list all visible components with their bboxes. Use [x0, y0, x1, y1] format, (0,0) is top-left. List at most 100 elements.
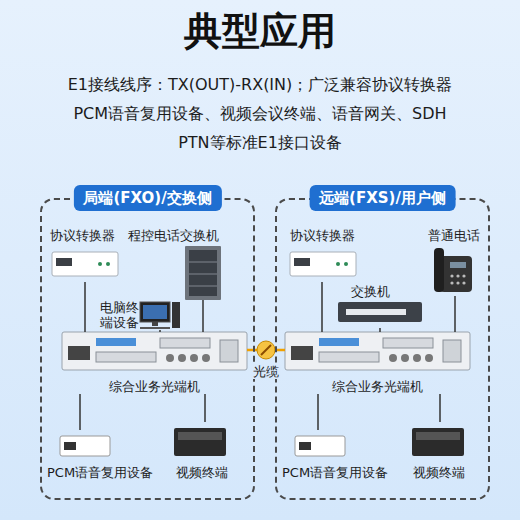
connector-line	[454, 296, 456, 332]
phone-handset	[434, 248, 444, 292]
phone-key	[462, 274, 465, 277]
device-label: PCM语音复用设备	[282, 465, 388, 480]
panel-strip	[319, 338, 359, 346]
device-label: 电脑终端设备	[100, 300, 139, 330]
region-heading: 局端(FXO)/交换侧	[73, 185, 221, 211]
phone-key	[462, 281, 465, 284]
connector-line	[321, 282, 323, 332]
connector-line	[204, 394, 206, 422]
cabinet-body	[185, 246, 221, 300]
port-row	[96, 352, 156, 362]
device-node: 协议转换器	[288, 228, 366, 282]
phone-body	[440, 256, 472, 292]
device-node: PCM语音复用设备	[45, 430, 156, 480]
converter-led	[98, 262, 102, 266]
diagram-title: 典型应用	[0, 8, 520, 54]
converter-body	[290, 252, 356, 276]
pc-tower	[172, 302, 180, 328]
chassis-body	[285, 332, 470, 370]
converter-body	[52, 252, 118, 276]
connector-line	[84, 282, 86, 332]
video-panel	[416, 432, 460, 440]
bnc-port	[401, 354, 409, 362]
device-label: 协议转换器	[290, 228, 355, 243]
pcm-port	[64, 442, 76, 450]
video-terminal	[412, 428, 464, 456]
connector-line	[439, 394, 441, 422]
switch-panel	[220, 340, 238, 362]
bnc-port	[202, 354, 210, 362]
device-node: 综合业务光端机	[285, 332, 470, 394]
device-label: 视频终端	[176, 465, 228, 480]
monitor-stand	[152, 322, 158, 326]
device-node: 综合业务光端机	[62, 332, 247, 394]
device-label: 协议转换器	[50, 228, 115, 243]
switch-panel	[443, 340, 461, 362]
device-node: 协议转换器	[48, 228, 124, 282]
subtitle-line: PCM语音复用设备、视频会议终端、语音网关、SDH	[0, 103, 520, 125]
connector-line	[79, 394, 81, 430]
device-node: 普通电话	[428, 228, 482, 296]
phone-key	[450, 274, 453, 277]
region-heading: 远端(FXS)/用户侧	[309, 185, 456, 211]
subtitle-line: E1接线线序：TX(OUT)-RX(IN)；广泛兼容协议转换器	[0, 74, 520, 96]
converter-led	[344, 262, 348, 266]
converter-port	[294, 258, 310, 266]
fiber-icon-mark	[261, 345, 271, 355]
connector-line	[317, 394, 319, 430]
power-module	[68, 346, 90, 360]
fiber-icon	[257, 341, 275, 359]
monitor	[140, 302, 170, 322]
bnc-port	[389, 354, 397, 362]
pcm-device	[295, 436, 345, 456]
converter-led	[336, 262, 340, 266]
device-label: 视频终端	[413, 465, 465, 480]
port-row	[160, 338, 210, 348]
connector-line	[159, 330, 161, 332]
port-row	[319, 352, 379, 362]
device-label: 程控电话交换机	[128, 228, 219, 243]
bnc-port	[166, 354, 174, 362]
cabinet-panel	[189, 250, 217, 296]
connector-line	[379, 328, 381, 332]
switch-body	[338, 302, 422, 322]
device-label: PCM语音复用设备	[47, 465, 153, 480]
bnc-port	[190, 354, 198, 362]
converter-led	[106, 262, 110, 266]
video-terminal	[174, 428, 226, 456]
power-module	[291, 346, 313, 360]
device-node: 视频终端	[405, 422, 475, 480]
phone-key	[456, 274, 459, 277]
device-label: 综合业务光端机	[62, 379, 247, 394]
bnc-port	[178, 354, 186, 362]
bnc-port	[425, 354, 433, 362]
phone-key	[456, 281, 459, 284]
cabinet-line	[189, 274, 217, 275]
edge-label: 光缆	[251, 364, 281, 379]
converter-port	[56, 258, 72, 266]
pcm-device	[60, 436, 110, 456]
device-node: PCM语音复用设备	[280, 430, 391, 480]
region-box: 远端(FXS)/用户侧协议转换器普通电话交换机综合业务光端机PCM语音复用设备视…	[275, 198, 490, 500]
region-box: 局端(FXO)/交换侧协议转换器程控电话交换机电脑终端设备综合业务光端机PCM语…	[40, 198, 255, 500]
video-panel	[178, 432, 222, 440]
device-label: 交换机	[351, 284, 390, 299]
monitor-screen	[143, 305, 167, 319]
cabinet-line	[189, 286, 217, 287]
phone-key	[450, 281, 453, 284]
bnc-port	[413, 354, 421, 362]
device-label: 普通电话	[428, 228, 480, 243]
keyboard	[140, 327, 170, 329]
cabinet-line	[189, 262, 217, 263]
device-label: 综合业务光端机	[285, 379, 470, 394]
device-node: 电脑终端设备	[96, 300, 182, 330]
device-node: 视频终端	[168, 422, 236, 480]
device-node: 程控电话交换机	[128, 228, 228, 300]
switch-ports	[346, 309, 406, 315]
pcm-port	[299, 442, 311, 450]
panel-strip	[96, 338, 136, 346]
chassis-body	[62, 332, 247, 370]
port-row	[383, 338, 433, 348]
connector-line	[202, 300, 204, 332]
